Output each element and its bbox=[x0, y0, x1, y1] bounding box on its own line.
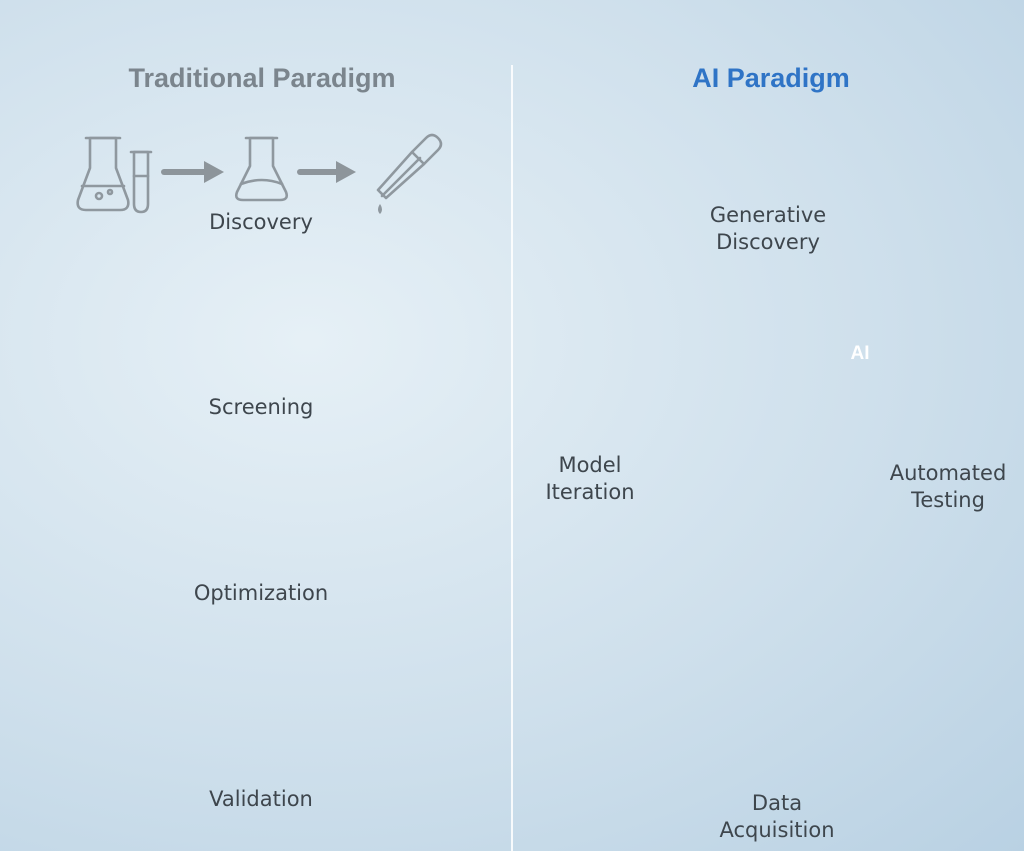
ai-stage-model-iteration: Model Iteration bbox=[545, 453, 635, 504]
ai-paradigm-title: AI Paradigm bbox=[692, 63, 850, 93]
stage-label-optimization: Optimization bbox=[193, 581, 329, 605]
ai-stage-data-acquisition: Data Acquisition bbox=[719, 791, 835, 842]
ai-stage-generative-discovery: Generative Discovery bbox=[709, 203, 827, 254]
stage-label-validation: Validation bbox=[209, 787, 313, 811]
arrow-right bbox=[297, 161, 356, 183]
stage-label-screening: Screening bbox=[208, 395, 314, 419]
ai-stage-automated-testing: Automated Testing bbox=[889, 461, 1007, 512]
dropper-icon bbox=[376, 133, 443, 214]
traditional-paradigm-title: Traditional Paradigm bbox=[128, 63, 396, 93]
flask-and-tube-icon bbox=[76, 136, 153, 214]
arrow-right bbox=[161, 161, 224, 183]
flask-icon bbox=[234, 136, 289, 202]
center-divider bbox=[511, 65, 513, 851]
ai-badge-text: AI bbox=[850, 343, 870, 364]
stage-label-discovery: Discovery bbox=[209, 210, 313, 234]
